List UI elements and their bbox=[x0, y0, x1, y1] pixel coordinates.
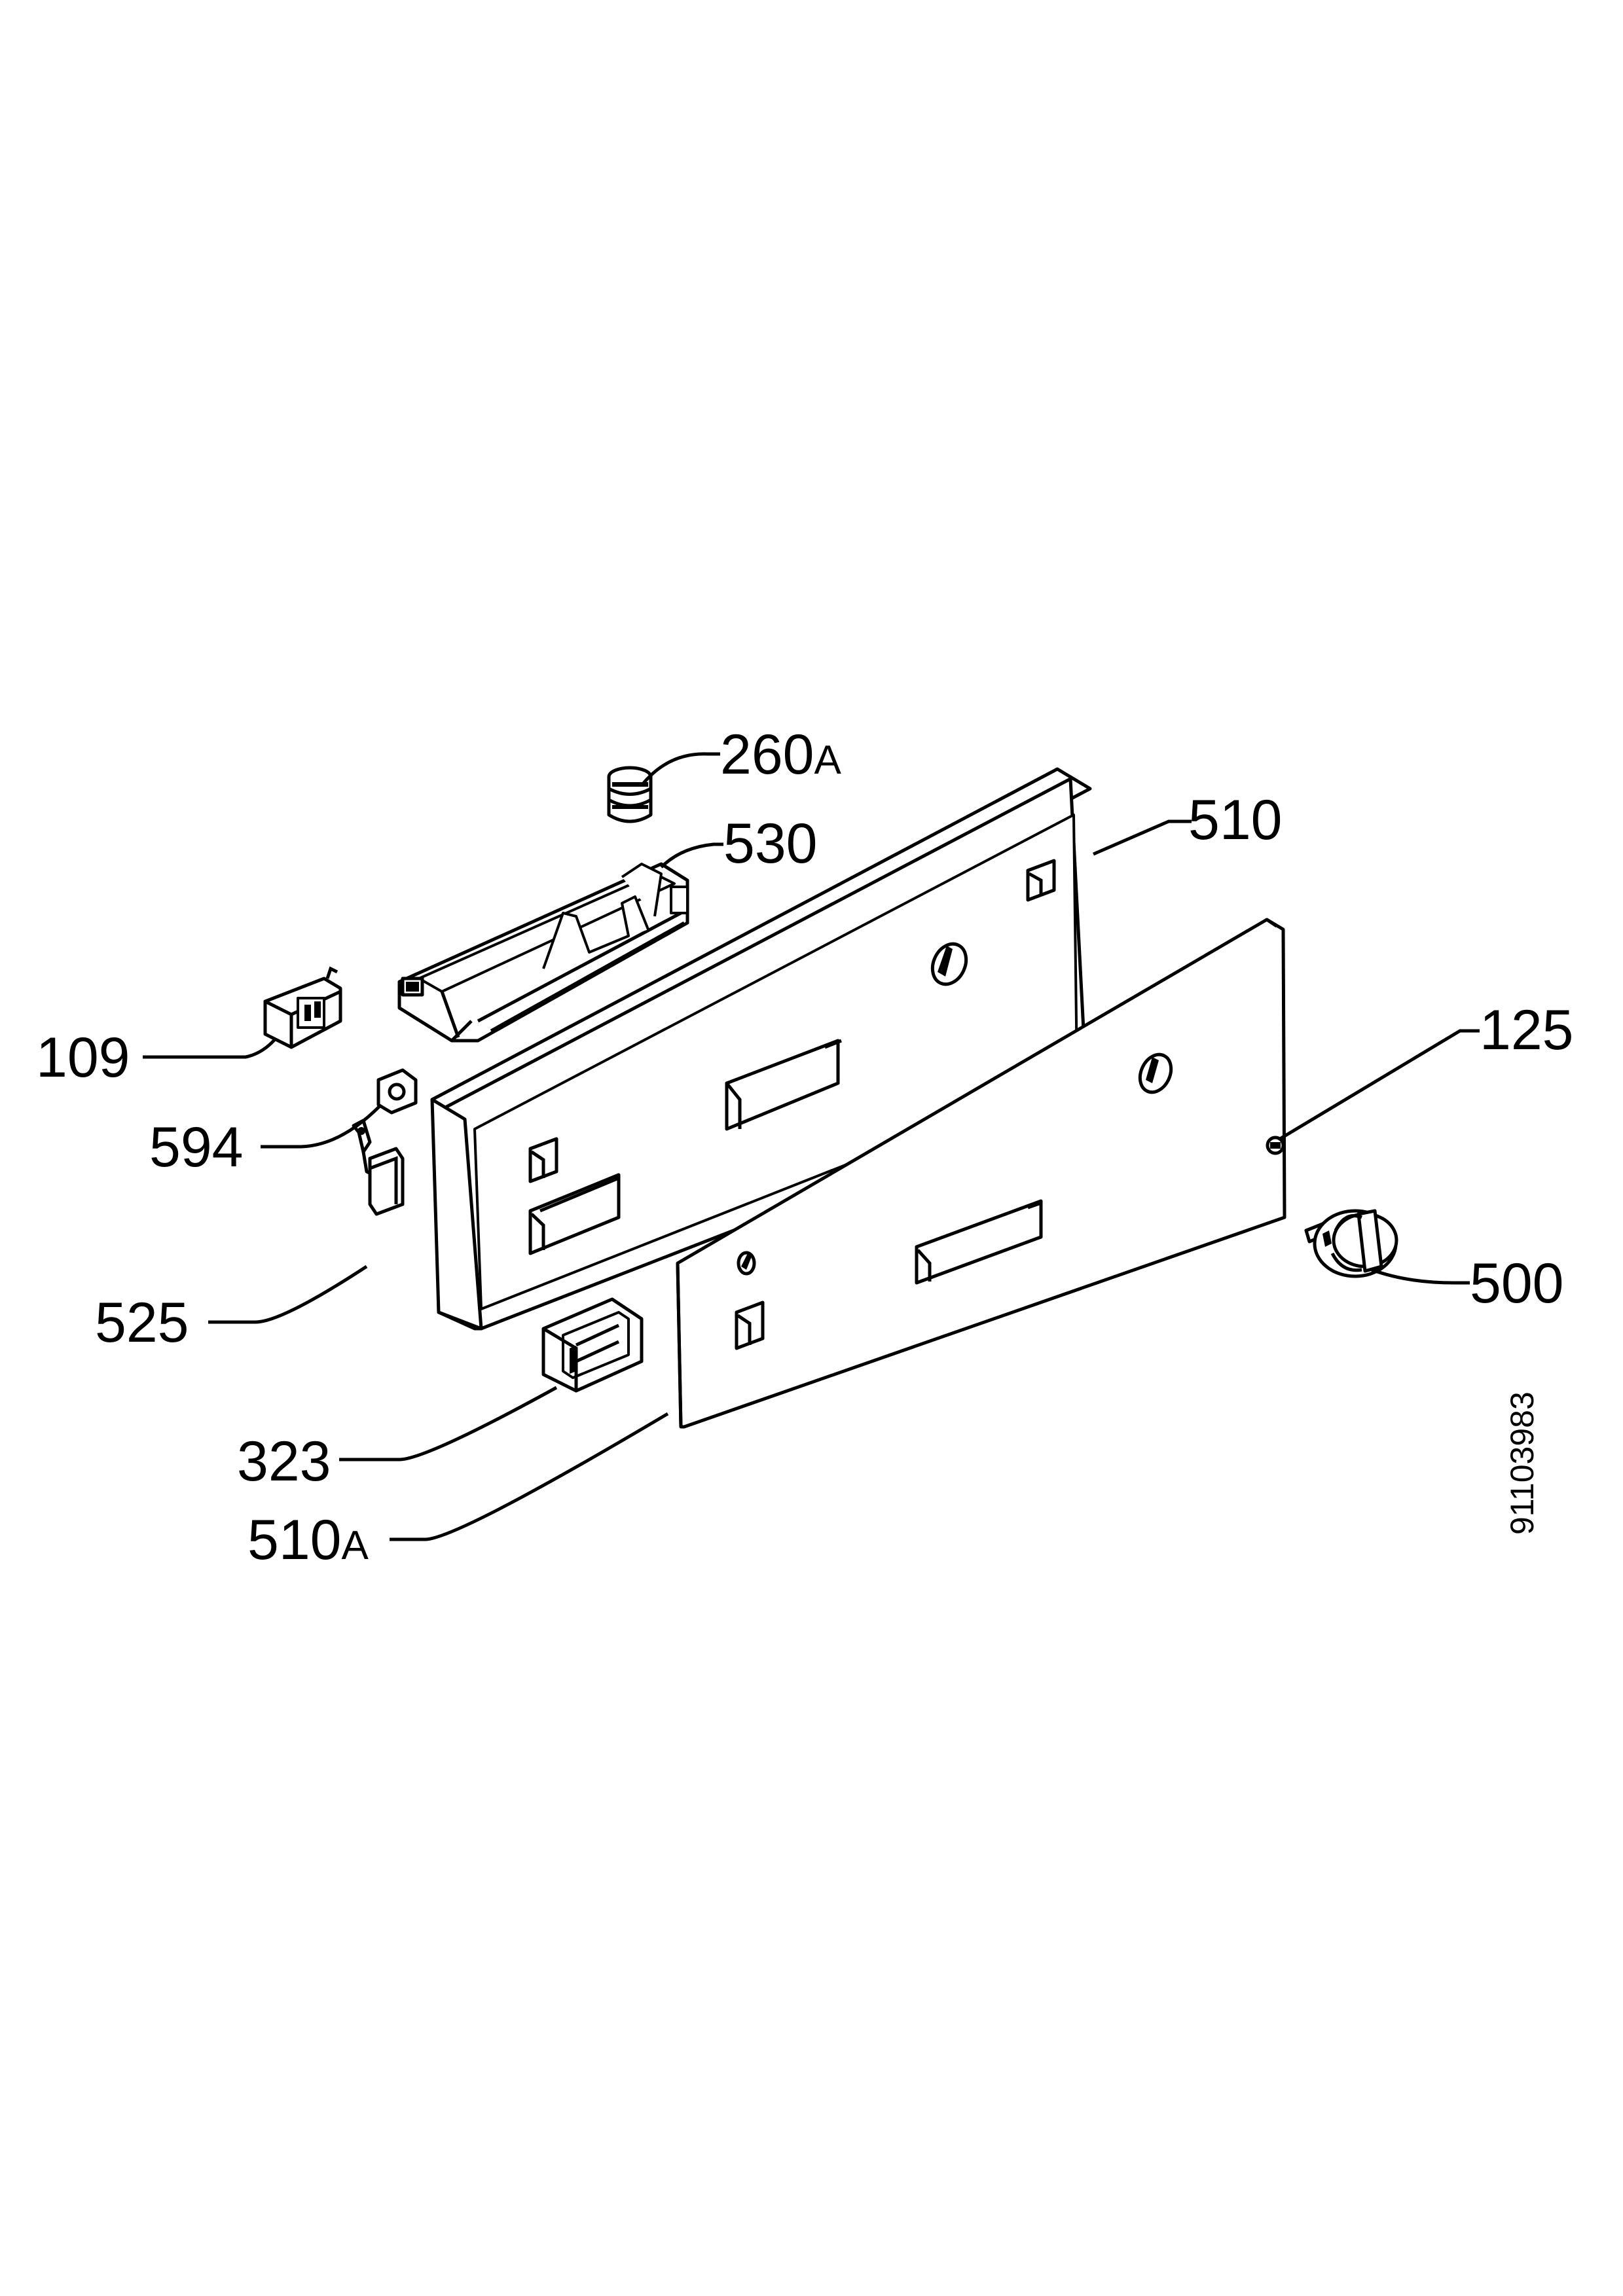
callout-labels: 260A 530 510 109 125 594 500 525 323 510… bbox=[36, 723, 1574, 1571]
part-594-plate bbox=[376, 1068, 418, 1115]
leader-109 bbox=[143, 1038, 276, 1059]
part-525-lever bbox=[352, 1119, 405, 1216]
part-530-switch-housing bbox=[397, 862, 689, 1043]
leader-323 bbox=[339, 1386, 558, 1462]
callout-510A: 510A bbox=[247, 1509, 369, 1571]
leader-510A bbox=[390, 1412, 669, 1541]
leader-125 bbox=[1279, 1029, 1480, 1141]
part-125-screw bbox=[1266, 1136, 1285, 1155]
leader-594 bbox=[261, 1105, 381, 1149]
callout-500: 500 bbox=[1470, 1252, 1564, 1315]
part-323-button-frame bbox=[541, 1297, 644, 1393]
document-number: 91103983 bbox=[1504, 1391, 1541, 1535]
part-510A-front-plate bbox=[676, 918, 1286, 1429]
part-109-clip bbox=[263, 966, 342, 1049]
leader-510 bbox=[1093, 819, 1192, 856]
callout-525: 525 bbox=[95, 1291, 189, 1354]
leader-530 bbox=[660, 842, 723, 869]
callout-260A: 260A bbox=[720, 723, 842, 786]
part-500-knob bbox=[1304, 1209, 1398, 1278]
callout-323: 323 bbox=[237, 1430, 331, 1493]
callout-594: 594 bbox=[149, 1116, 244, 1179]
callout-109: 109 bbox=[36, 1026, 130, 1089]
callout-530: 530 bbox=[723, 812, 818, 875]
leader-260A bbox=[640, 752, 720, 787]
callout-125: 125 bbox=[1480, 999, 1574, 1062]
leader-lines bbox=[143, 752, 1480, 1541]
part-510-control-panel bbox=[430, 767, 1092, 1331]
leader-500 bbox=[1371, 1268, 1470, 1285]
part-260A-bushing bbox=[607, 766, 653, 823]
callout-510: 510 bbox=[1188, 789, 1283, 852]
leader-525 bbox=[208, 1265, 368, 1324]
